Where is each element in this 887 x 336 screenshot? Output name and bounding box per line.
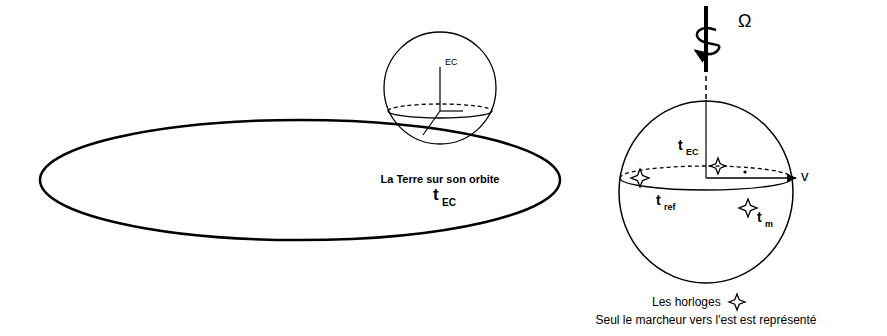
earth-outline bbox=[384, 32, 496, 144]
clock-star bbox=[729, 294, 745, 310]
position-dot bbox=[743, 170, 746, 173]
legend-item: Les horloges bbox=[652, 292, 747, 312]
velocity-arrow bbox=[706, 177, 796, 178]
clock-subscript: EC bbox=[442, 198, 456, 208]
sphere-outline bbox=[619, 101, 793, 283]
clock-symbol: t bbox=[678, 138, 683, 152]
angular-velocity-label: Ω bbox=[738, 12, 751, 30]
orbit-outline bbox=[40, 120, 560, 240]
equator bbox=[388, 111, 492, 118]
orbit-caption: La Terre sur son orbite bbox=[381, 174, 500, 185]
velocity-label: v bbox=[801, 168, 809, 183]
frame-axis bbox=[423, 111, 440, 135]
rotation-axis-hidden bbox=[705, 76, 707, 100]
legend-text: Les horloges bbox=[652, 296, 721, 308]
rotation-axis bbox=[704, 6, 708, 72]
equator-hidden bbox=[620, 166, 792, 178]
earth-circle-outline bbox=[383, 31, 497, 145]
clock-symbol: t bbox=[433, 186, 439, 203]
orbit-ellipse: La Terre sur son orbitetEC bbox=[38, 118, 562, 242]
legend-swatch bbox=[727, 292, 747, 312]
clock-subscript: ref bbox=[664, 203, 676, 212]
clock-star bbox=[739, 199, 757, 217]
earth-sphere: tECtreftm bbox=[618, 100, 794, 284]
rotation-symbol bbox=[696, 28, 719, 54]
clock-subscript: EC bbox=[686, 148, 699, 157]
clock-subscript: m bbox=[765, 220, 773, 229]
equator bbox=[620, 178, 792, 190]
earth-circle: EC bbox=[383, 31, 497, 145]
note-text: Seul le marcheur vers l'est est représen… bbox=[595, 314, 816, 326]
clock-symbol: t bbox=[656, 193, 661, 207]
frame-label: EC bbox=[445, 58, 458, 67]
clock-symbol: t bbox=[757, 210, 762, 224]
frame-axis bbox=[439, 67, 440, 111]
frame-axis bbox=[440, 110, 463, 111]
earth-sphere-outline bbox=[618, 100, 794, 284]
